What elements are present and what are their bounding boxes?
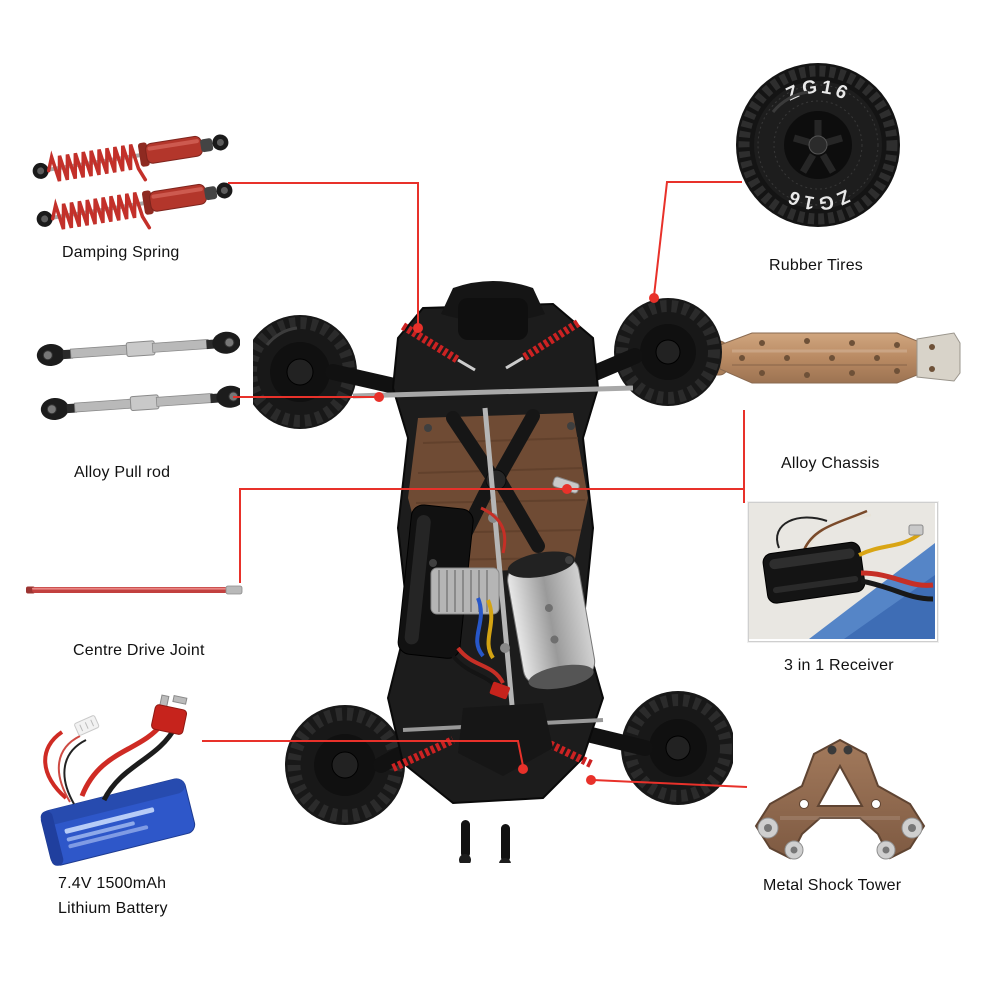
label-rubber-tires: Rubber Tires bbox=[769, 257, 863, 274]
wheel-spokes bbox=[793, 120, 843, 174]
battery-pack bbox=[40, 778, 196, 866]
t-plug-connector bbox=[151, 694, 188, 735]
metal-shock-tower-image bbox=[754, 738, 926, 860]
chassis-holes bbox=[739, 338, 935, 378]
front-hood bbox=[458, 298, 528, 340]
balance-connector bbox=[74, 715, 100, 736]
label-battery-line2: Lithium Battery bbox=[58, 900, 168, 917]
shock-absorber-1 bbox=[32, 134, 229, 182]
label-alloy-pull-rod: Alloy Pull rod bbox=[74, 464, 171, 481]
tire-front-right bbox=[614, 298, 722, 406]
body-posts bbox=[459, 820, 511, 863]
battery-image bbox=[40, 694, 196, 866]
esc-unit bbox=[762, 541, 866, 604]
pull-rod-2 bbox=[40, 385, 240, 421]
front-shocks bbox=[400, 319, 581, 372]
label-metal-shock-tower: Metal Shock Tower bbox=[763, 877, 902, 894]
receiver-image bbox=[749, 503, 935, 639]
receiver-photo-box bbox=[748, 502, 938, 642]
alloy-pull-rod-image bbox=[36, 331, 240, 421]
shock-absorber-2 bbox=[36, 182, 233, 230]
label-damping-spring: Damping Spring bbox=[62, 244, 180, 261]
pull-rod-1 bbox=[36, 331, 240, 367]
alloy-chassis-image bbox=[703, 332, 961, 384]
label-centre-drive-joint: Centre Drive Joint bbox=[73, 642, 205, 659]
tire-rear-right bbox=[621, 691, 733, 805]
damping-spring-image bbox=[32, 134, 233, 230]
centre-drive-joint-image bbox=[26, 585, 243, 595]
label-receiver: 3 in 1 Receiver bbox=[784, 657, 894, 674]
steering-link bbox=[352, 385, 634, 399]
label-battery-line1: 7.4V 1500mAh bbox=[58, 875, 167, 892]
shock-tower-posts bbox=[757, 817, 923, 860]
rubber-tire-image: ZG16 ZG16 bbox=[736, 63, 900, 227]
label-battery: 7.4V 1500mAh Lithium Battery bbox=[58, 871, 168, 921]
label-alloy-chassis: Alloy Chassis bbox=[781, 455, 880, 472]
rc-car-chassis-image bbox=[253, 281, 733, 863]
deans-plug bbox=[489, 681, 510, 700]
